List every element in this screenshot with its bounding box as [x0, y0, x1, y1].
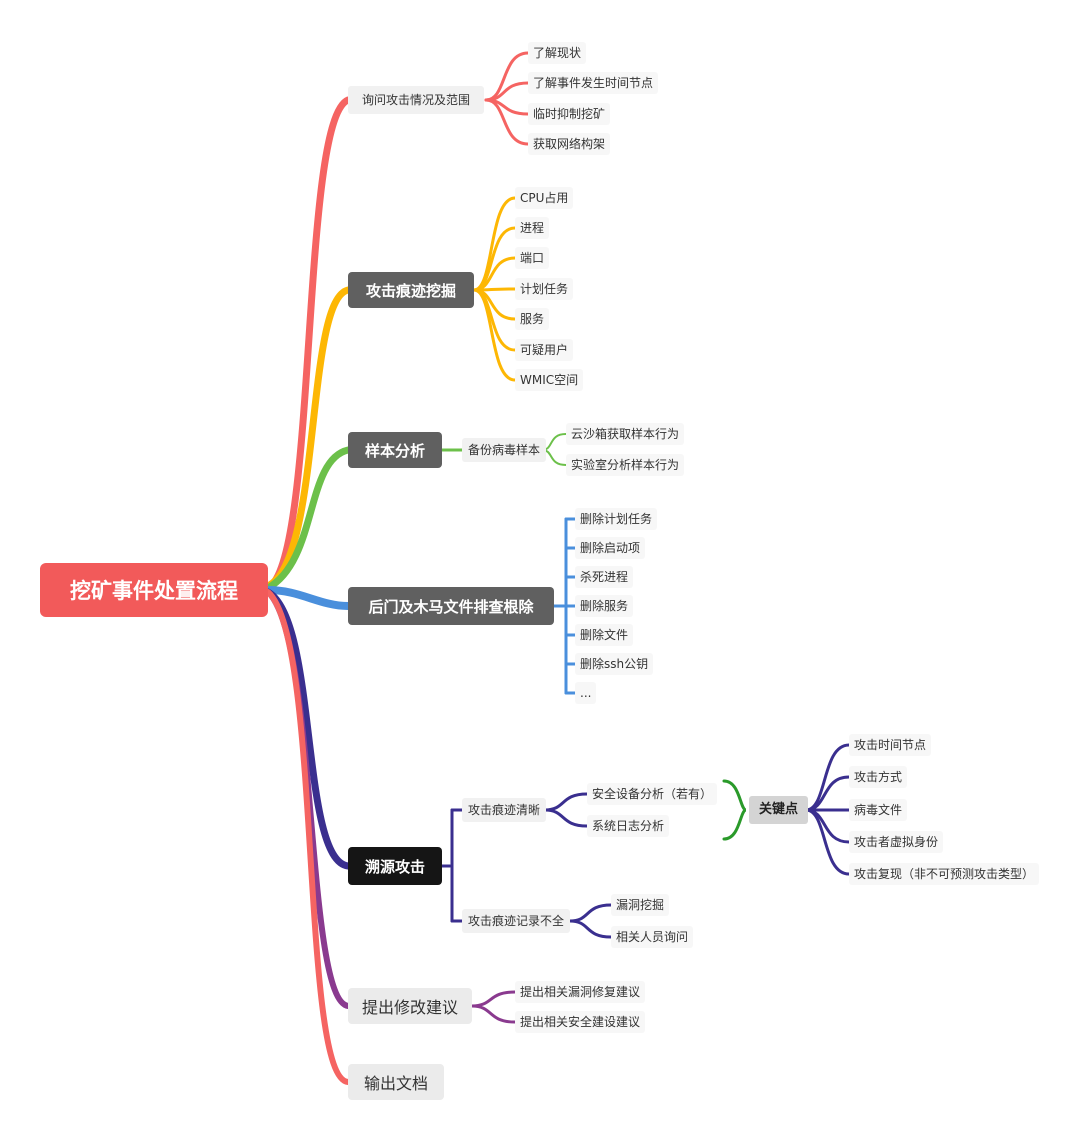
leaf-b3-1[interactable]: 实验室分析样本行为	[566, 454, 685, 476]
b5b-link-0	[568, 903, 613, 923]
leaf-b6-1[interactable]: 提出相关安全建设建议	[515, 1011, 646, 1033]
leaf-b2-6[interactable]: WMIC空间	[515, 369, 584, 391]
key-link-1	[804, 775, 851, 812]
sub-trace-clear[interactable]: 攻击痕迹清晰	[462, 798, 547, 822]
leaf-b1-3[interactable]: 获取网络构架	[528, 133, 611, 155]
root-to-inquire	[264, 96, 352, 592]
branch-suggestions[interactable]: 提出修改建议	[348, 988, 472, 1024]
branch-sample-analysis[interactable]: 样本分析	[348, 432, 442, 468]
leaf-b5a-0[interactable]: 安全设备分析（若有）	[587, 783, 718, 805]
leaf-b3-0[interactable]: 云沙箱获取样本行为	[566, 423, 685, 445]
leaf-key-0[interactable]: 攻击时间节点	[849, 734, 932, 756]
leaf-b4-4[interactable]: 删除文件	[575, 624, 634, 646]
root-to-trace-source	[264, 588, 352, 870]
root-to-sample	[264, 446, 352, 592]
b2-link-6	[472, 288, 517, 382]
b6-link-0	[470, 990, 517, 1008]
root-to-backdoor	[264, 586, 352, 610]
branch-inquire-attack[interactable]: 询问攻击情况及范围	[348, 86, 485, 114]
leaf-b4-3[interactable]: 删除服务	[575, 595, 634, 617]
branch-trace-source[interactable]: 溯源攻击	[348, 847, 442, 885]
b6-link-1	[470, 1004, 517, 1024]
leaf-b2-0[interactable]: CPU占用	[515, 187, 574, 209]
leaf-b1-0[interactable]: 了解现状	[528, 42, 587, 64]
b2-link-0	[472, 196, 517, 292]
key-points-node[interactable]: 关键点	[749, 796, 809, 824]
leaf-key-3[interactable]: 攻击者虚拟身份	[849, 831, 944, 853]
leaf-b2-2[interactable]: 端口	[515, 247, 550, 269]
branch-backdoor-removal[interactable]: 后门及木马文件排查根除	[348, 587, 554, 625]
key-link-4	[804, 808, 851, 876]
leaf-b5b-1[interactable]: 相关人员询问	[611, 926, 694, 948]
leaf-b4-2[interactable]: 杀死进程	[575, 566, 634, 588]
key-link-3	[804, 808, 851, 844]
sub-backup-sample[interactable]: 备份病毒样本	[462, 438, 547, 462]
leaf-b4-1[interactable]: 删除启动项	[575, 537, 646, 559]
b1-link-3	[484, 98, 530, 146]
leaf-b2-1[interactable]: 进程	[515, 217, 550, 239]
leaf-b2-3[interactable]: 计划任务	[515, 278, 574, 300]
branch-output-doc[interactable]: 输出文档	[348, 1064, 444, 1100]
root-to-output	[265, 589, 351, 1085]
leaf-key-1[interactable]: 攻击方式	[849, 766, 908, 788]
leaf-key-4[interactable]: 攻击复现（非不可预测攻击类型）	[849, 863, 1040, 885]
b5a-link-0	[543, 792, 589, 812]
key-bracket	[722, 779, 747, 841]
leaf-b5b-0[interactable]: 漏洞挖掘	[611, 894, 670, 916]
root-to-trace-mining	[264, 286, 352, 590]
leaf-b4-6[interactable]: ...	[575, 682, 597, 704]
leaf-b1-1[interactable]: 了解事件发生时间节点	[528, 72, 659, 94]
leaf-b5a-1[interactable]: 系统日志分析	[587, 815, 670, 837]
leaf-b4-0[interactable]: 删除计划任务	[575, 508, 658, 530]
leaf-b6-0[interactable]: 提出相关漏洞修复建议	[515, 981, 646, 1003]
leaf-b2-5[interactable]: 可疑用户	[515, 339, 574, 361]
leaf-b2-4[interactable]: 服务	[515, 308, 550, 330]
sub-trace-incomplete[interactable]: 攻击痕迹记录不全	[462, 909, 571, 933]
b5b-link-1	[568, 919, 613, 939]
root-node[interactable]: 挖矿事件处置流程	[40, 563, 268, 617]
leaf-b4-5[interactable]: 删除ssh公钥	[575, 653, 654, 675]
leaf-b1-2[interactable]: 临时抑制挖矿	[528, 103, 611, 125]
branch-trace-mining[interactable]: 攻击痕迹挖掘	[348, 272, 474, 308]
b1-link-0	[484, 51, 530, 102]
b5a-link-1	[543, 808, 589, 828]
leaf-key-2[interactable]: 病毒文件	[849, 799, 908, 821]
